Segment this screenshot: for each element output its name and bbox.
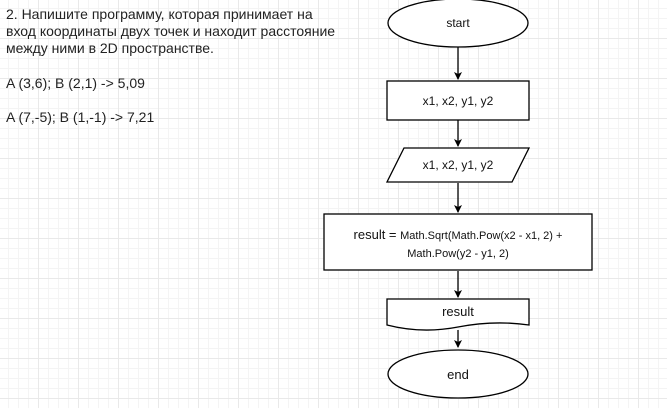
output-node[interactable]: result [386,298,530,331]
output-label: result [442,304,474,319]
start-ellipse [387,0,529,48]
input-parallelogram [385,147,531,183]
calc-line-1: result = Math.Sqrt(Math.Pow(x2 - x1, 2) … [354,227,563,242]
input-node[interactable]: x1, x2, y1, y2 [385,147,531,183]
task-line-1: 2. Напишите программу, которая принимает… [6,6,313,22]
process-label: x1, x2, y1, y2 [423,94,494,108]
calc-prefix: result = [354,227,401,242]
start-node[interactable]: start [387,0,529,48]
output-document [386,298,530,331]
calc-node[interactable]: result = Math.Sqrt(Math.Pow(x2 - x1, 2) … [323,213,593,271]
end-ellipse [387,349,529,399]
calc-expression-1: Math.Sqrt(Math.Pow(x2 - x1, 2) + [400,230,562,242]
process-rect [386,80,530,121]
task-line-3: между ними в 2D пространстве. [6,40,214,56]
example-2: A (7,-5); B (1,-1) -> 7,21 [6,109,155,125]
process-node[interactable]: x1, x2, y1, y2 [386,80,530,121]
example-1: A (3,6); B (2,1) -> 5,09 [6,75,145,91]
calc-line-2: Math.Pow(y2 - y1, 2) [407,248,508,260]
input-label: x1, x2, y1, y2 [423,158,494,172]
end-node[interactable]: end [387,349,529,399]
task-description: 2. Напишите программу, которая принимает… [6,6,366,57]
end-label: end [447,367,469,382]
start-label: start [446,16,470,30]
calc-rect [323,213,593,271]
task-line-2: вход координаты двух точек и находит рас… [6,23,336,39]
